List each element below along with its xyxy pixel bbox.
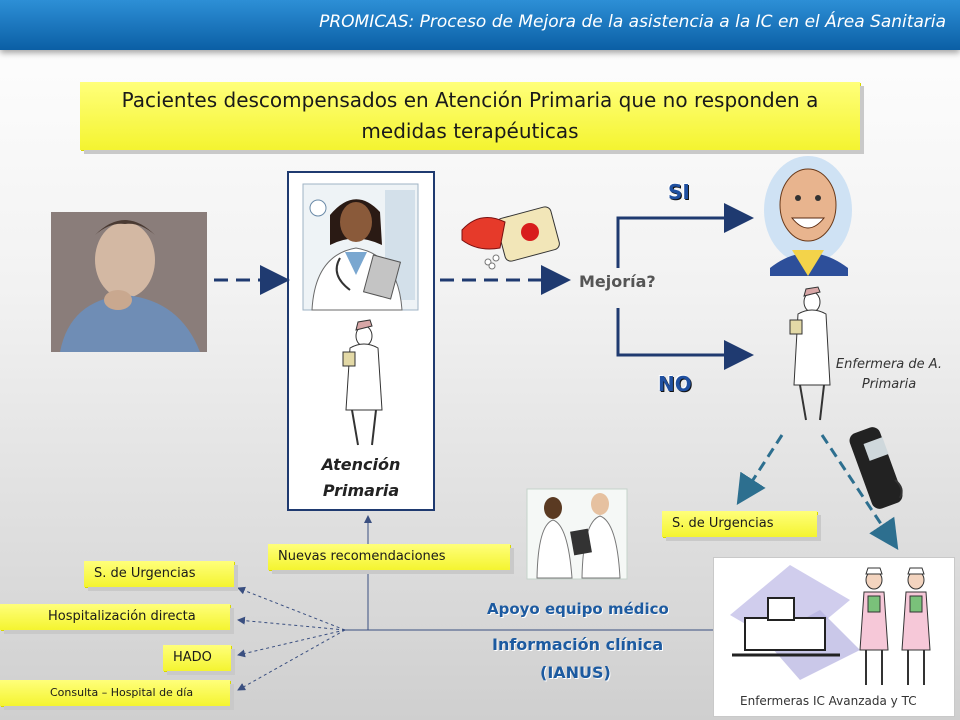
nurses-ic-image xyxy=(730,565,931,685)
primary-care-label-line-1: Atención xyxy=(321,455,401,474)
medical-team-image xyxy=(526,488,628,580)
new-recommendations-box: Nuevas recomendaciones xyxy=(268,544,510,570)
phone-image xyxy=(849,427,903,509)
nurse-ap-panel-image xyxy=(342,319,383,446)
headline-box: Pacientes descompensados en Atención Pri… xyxy=(80,82,860,150)
option-hado: HADO xyxy=(163,645,231,671)
primary-care-label-line-2: Primaria xyxy=(322,481,400,500)
urgencias-right-box: S. de Urgencias xyxy=(662,511,817,537)
happy-patient-image xyxy=(764,156,852,276)
option-consulta: Consulta – Hospital de día xyxy=(0,680,230,706)
option-hospitalizacion: Hospitalización directa xyxy=(0,604,230,630)
yes-label: SI xyxy=(668,180,690,204)
doctor-image xyxy=(302,183,419,311)
nurse-ap-label-line-2: Primaria xyxy=(861,377,917,392)
primary-care-label: Atención Primaria xyxy=(287,452,435,504)
nurses-ic-caption: Enfermeras IC Avanzada y TC xyxy=(740,694,917,708)
header-title: PROMICAS: Proceso de Mejora de la asiste… xyxy=(319,12,946,32)
option-urgencias: S. de Urgencias xyxy=(84,561,234,587)
headline-line-1: Pacientes descompensados en Atención Pri… xyxy=(121,88,819,112)
nurse-ap-label: Enfermera de A. Primaria xyxy=(818,355,960,395)
clinical-info-label: Información clínica xyxy=(492,635,664,654)
ianus-label: (IANUS) xyxy=(540,663,611,682)
decision-question: Mejoría? xyxy=(579,272,656,291)
medical-support-label: Apoyo equipo médico xyxy=(487,600,669,618)
pill-bottle-image xyxy=(461,206,560,270)
headline-line-2: medidas terapéuticas xyxy=(361,119,579,143)
nurse-ap-label-line-1: Enfermera de A. xyxy=(835,357,943,372)
nurse-ap-image xyxy=(789,286,831,421)
patient-image xyxy=(51,212,207,352)
header-bar: PROMICAS: Proceso de Mejora de la asiste… xyxy=(0,0,960,50)
no-label: NO xyxy=(658,372,692,396)
